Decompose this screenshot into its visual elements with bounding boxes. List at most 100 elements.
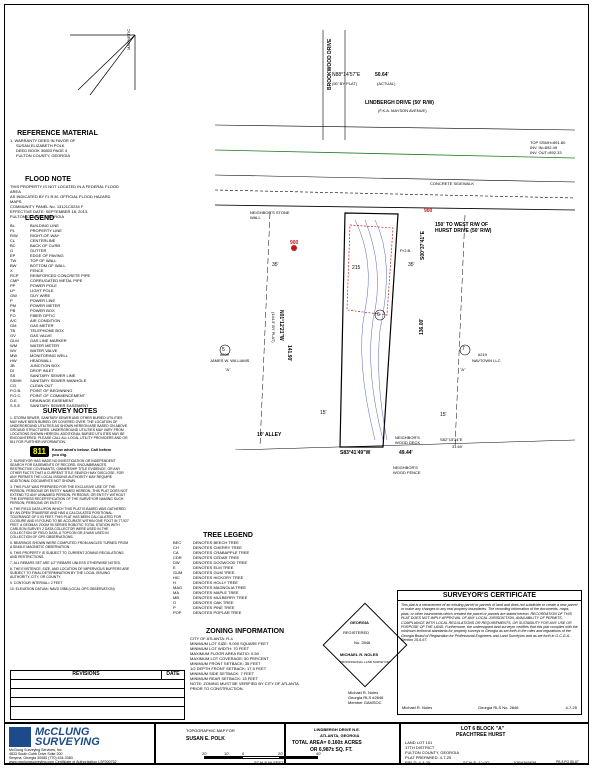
title-block: McCLUNG SURVEYING McClung Surveying Serv… [4,722,589,765]
alley-label: 10' ALLEY [257,432,282,438]
map-title: TOPOGRAPHIC MAP FOR [186,728,235,733]
legend-symbol: GW [10,293,17,298]
tree-abbr: CH [173,545,179,550]
seal-number: No. 2846 [354,640,371,645]
legend-symbol: SSMH [10,378,22,383]
lindbergh-drive [214,124,576,211]
revisions-date-header: DATE [166,671,180,677]
legend-symbol: WV [10,348,17,353]
flood-line: THIS PROPERTY IS NOT LOCATED IN A FEDERA… [10,184,119,194]
lot-7-address: #219 [478,352,487,357]
legend-text: AIR CONDITION [30,318,61,323]
legend-text: TOP OF WALL [30,258,57,263]
tree-abbr: CA [173,550,179,555]
tree-abbr: E [173,565,176,570]
plat-prepared: PLAT PREPARED: 4-7-25 [405,755,452,760]
legend-text: POWER POLE [30,283,57,288]
zoning-line: MINIMUM LOT WIDTH: 70 FEET [190,646,250,651]
city-label: ATLANTA, GEORGIA [320,733,360,738]
certificate-title: SURVEYOR'S CERTIFICATE [398,591,581,601]
lot-label: LOT 6 BLOCK "A" [461,726,505,732]
zoning-line: MINIMUM LOT SIZE: 9,000 SQUARE FEET [190,641,269,646]
street-label: LINDBERGH DRIVE N.E. [314,727,361,732]
tree-text: DENOTES CRABAPPLE TREE [193,550,250,555]
neighbor-deck-label: NEIGHBOR'S WOOD DECK [395,435,421,445]
ssmh-top: TOP SSMH=891.80 [530,140,566,145]
call-811-badge: 811 Know what's below. Call before you d… [30,446,130,457]
legend-text: CORRUGATED METAL PIPE [30,278,83,283]
legend-text: GUTTER [30,248,47,253]
road-top-aka: (F.K.A. MAYSON AVENUE) [378,108,427,113]
legend-text: HEADWALL [30,358,52,363]
company-info-line: www.mcclungsurveying.com Certificate of … [9,760,117,764]
pob-label: P.O.B. [400,248,412,253]
magnetic-label: MAGNETIC [126,28,131,50]
legend-title: LEGEND [25,215,55,222]
area-acres: TOTAL AREA= 0.160± ACRES [292,740,362,746]
reference-section: REFERENCE MATERIAL 1. WARRANTY DEED IN F… [10,130,105,158]
reference-line: DEED BOOK 30803 PAGE 4 [16,148,68,153]
tree-text: DENOTES CEDAR TREE [193,555,240,560]
legend-text: SANITARY SEWER LINE [30,373,76,378]
legend-text: FENCE [30,268,44,273]
zoning-line: MAXIMUM LOT COVERAGE: 50 PERCENT [190,656,269,661]
legend-text: POWER BOX [30,308,55,313]
scale-bar: 20' 10' 0 20' 40' SCALE IN FEET [202,751,384,765]
tree-abbr: MAG [173,585,183,590]
scale-label: 20' [202,751,208,756]
flood-title: FLOOD NOTE [25,176,71,183]
legend-row: P.O.C.POINT OF COMMENCEMENT [10,393,130,398]
tree-text: DENOTES OAK TREE [193,600,234,605]
company-info-line: 4833 South Cobb Drive Suite 200 [9,752,63,756]
survey-note: 5. BEARINGS SHOWN WERE COMPUTED FROM ANG… [10,541,129,549]
company-logo-icon [9,727,31,747]
lot-cell: LOT 6 BLOCK "A" PEACHTREE HURST LAND LOT… [400,723,589,765]
legend-text: POINT OF COMMENCEMENT [30,393,86,398]
lot-6-boundary [339,212,399,448]
lot-7-marker-icon [459,344,471,356]
legend-symbol: A/C [10,318,17,323]
client-name: SUSAN E. POLK [186,736,225,742]
legend-text: PROPERTY LINE [30,228,62,233]
zoning-line: CITY OF ATLANTA: R-4 [190,636,233,641]
setback-rear-right: 15' [440,412,447,418]
zoning-line: NOTE: ZONING MUST BE VERIFIED BY CITY OF… [190,681,299,691]
certificate-sig-name: Michael R. Noles [402,705,433,710]
area-sqft: OR 6,987± SQ. FT. [310,747,353,753]
legend-text: POWER METER [30,303,61,308]
tree-text: DENOTES MAGNOLIA TREE [193,585,247,590]
legend-text: TELEPHONE BOX [30,328,64,333]
road-top-label: LINDBERGH DRIVE (50' R/W) [365,100,434,106]
tree-abbr: H [173,580,176,585]
zoning-title: ZONING INFORMATION [205,628,285,635]
seal-name: MICHAEL R. NOLES [340,652,379,657]
tree-text: DENOTES DOGWOOD TREE [193,560,248,565]
bearing-left: N01°12'21"W [278,310,284,341]
legend-text: EDGE OF PAVING [30,253,64,258]
legend-symbol: TB [10,328,16,333]
hurst-drive-note: 150' TO WEST R/W OF HURST DRIVE (50' R/W… [435,222,492,234]
legend-text: DRAINAGE EASEMENT [30,398,75,403]
legend-text: SANITARY SEWER MANHOLE [30,378,87,383]
survey-note: 4. THE FIELD DATA UPON WHICH THIS PLAT I… [10,507,129,539]
survey-note: 10. ELEVATION DATUM= NAVD 1988 (LOCAL GP… [10,587,115,591]
zoning-line: MINIMUM SIDE SETBACK: 7 FEET [190,671,255,676]
by-plat-top: (50' BY PLAT) [332,81,358,86]
legend-text: LIGHT POLE [30,288,54,293]
bearing-alley: S82°15'34"E [440,437,463,442]
